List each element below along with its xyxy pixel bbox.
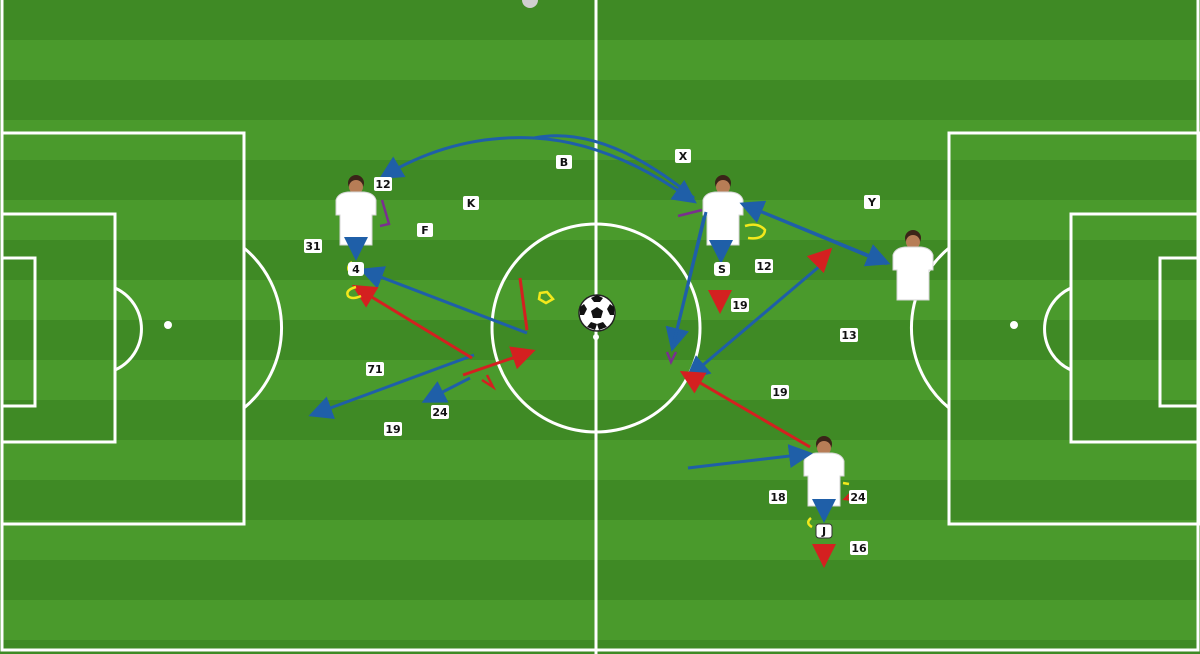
label-text: J (821, 525, 826, 538)
top-marker (522, 0, 538, 8)
arrow-icon (806, 247, 833, 274)
label-text: 19 (732, 299, 747, 312)
arrow-icon (685, 263, 822, 380)
label-chip: F (417, 223, 433, 237)
label-text: B (560, 156, 568, 169)
arrow-icon (421, 376, 471, 403)
label-chip: S (714, 262, 730, 276)
label-chip: 13 (840, 328, 858, 342)
label-chip: 19 (771, 385, 789, 399)
label-text: S (718, 263, 726, 276)
label-chip: 18 (769, 490, 787, 504)
label-text: Y (867, 196, 877, 209)
left-penalty-spot (164, 321, 172, 329)
player-figure-icon[interactable] (892, 230, 934, 301)
center-circle (490, 222, 702, 434)
highlight-icon (346, 285, 362, 300)
label-text: 12 (375, 178, 390, 191)
label-chip: B (556, 155, 572, 169)
player-figure-icon[interactable] (803, 436, 845, 507)
arrow-icon (679, 370, 811, 449)
label-chip: J (815, 523, 833, 539)
highlight-icon (842, 481, 850, 486)
label-chip: Y (864, 195, 880, 209)
label-chip: 31 (304, 239, 322, 253)
player-figure-icon[interactable] (702, 175, 744, 246)
pitch-labels: B X 12 K F 31 4 Y 12 19 S 13 71 19 24 19… (304, 149, 880, 555)
blue-pass-arrows (308, 134, 891, 523)
arrow-icon (744, 203, 891, 267)
label-chip: 16 (850, 541, 868, 555)
label-text: 16 (851, 542, 867, 555)
arrow-icon (351, 284, 473, 360)
arrow-icon (677, 208, 703, 218)
arrow-icon (665, 351, 678, 366)
label-chip: 19 (731, 298, 749, 312)
label-chip: 24 (849, 490, 867, 504)
purple-marks (379, 199, 703, 366)
label-text: 12 (756, 260, 771, 273)
arrow-icon (462, 346, 536, 377)
arrow-icon (359, 266, 528, 335)
label-chip: X (675, 149, 691, 163)
arrow-icon (379, 199, 391, 228)
label-chip: 19 (384, 422, 402, 436)
label-text: 18 (770, 491, 785, 504)
label-text: 13 (841, 329, 856, 342)
label-chip: 4 (348, 262, 364, 276)
arrow-icon (687, 444, 813, 470)
right-penalty-spot (1010, 321, 1018, 329)
label-chip: 12 (374, 177, 392, 191)
left-goal-area (0, 256, 37, 408)
label-text: 19 (772, 386, 787, 399)
arrow-icon (533, 136, 697, 204)
arrow-icon (481, 374, 497, 391)
label-text: X (679, 150, 688, 163)
label-chip: 24 (431, 405, 449, 419)
red-run-arrows (351, 247, 857, 568)
right-d (1043, 286, 1072, 372)
label-text: K (467, 197, 476, 210)
label-chip: K (463, 196, 479, 210)
label-text: 19 (385, 423, 400, 436)
arrow-icon (518, 277, 529, 331)
soccer-ball-icon[interactable] (578, 294, 616, 332)
label-chip: 12 (755, 259, 773, 273)
label-chip: 71 (366, 362, 384, 376)
right-goal-area (1158, 256, 1200, 408)
highlight-icon (807, 517, 813, 529)
label-text: 31 (305, 240, 320, 253)
label-text: 24 (850, 491, 866, 504)
left-penalty-arc (243, 246, 284, 410)
highlight-icon (744, 223, 767, 240)
center-spot (593, 334, 599, 340)
label-text: 71 (367, 363, 382, 376)
label-text: F (421, 224, 429, 237)
player-figure-icon[interactable] (335, 175, 377, 246)
arrow-icon (308, 353, 475, 420)
left-d (114, 286, 143, 372)
label-text: 4 (352, 263, 360, 276)
label-text: 24 (432, 406, 448, 419)
arrow-icon (671, 216, 706, 347)
right-six-yard-box (1069, 212, 1200, 444)
highlight-icon (537, 290, 555, 305)
